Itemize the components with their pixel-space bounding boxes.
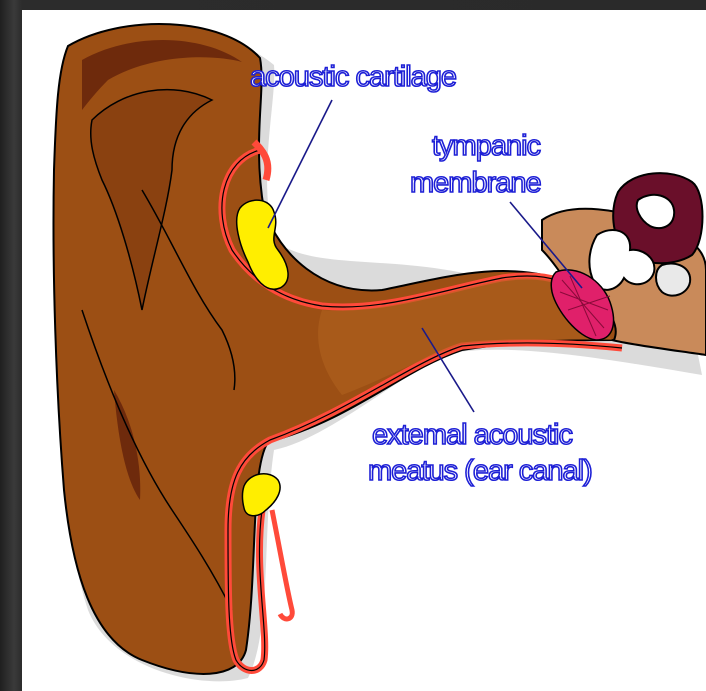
label-tympanic-line1: tympanic <box>432 130 541 162</box>
lower-cartilage <box>243 474 281 516</box>
diagram-panel: acoustic cartilage tympanic membrane ext… <box>22 10 706 691</box>
label-meatus-line2: meatus (ear canal) <box>368 455 592 487</box>
ear-anatomy-diagram: acoustic cartilage tympanic membrane ext… <box>22 10 706 691</box>
ossicle-stapes <box>656 264 690 296</box>
label-tympanic-line2: membrane <box>410 167 541 199</box>
label-meatus-line1: extemal acoustic <box>372 419 572 451</box>
leader-acoustic-cartilage <box>268 100 332 228</box>
lobe-fold-lining <box>272 510 292 619</box>
label-acoustic-cartilage: acoustic cartilage <box>250 61 456 93</box>
